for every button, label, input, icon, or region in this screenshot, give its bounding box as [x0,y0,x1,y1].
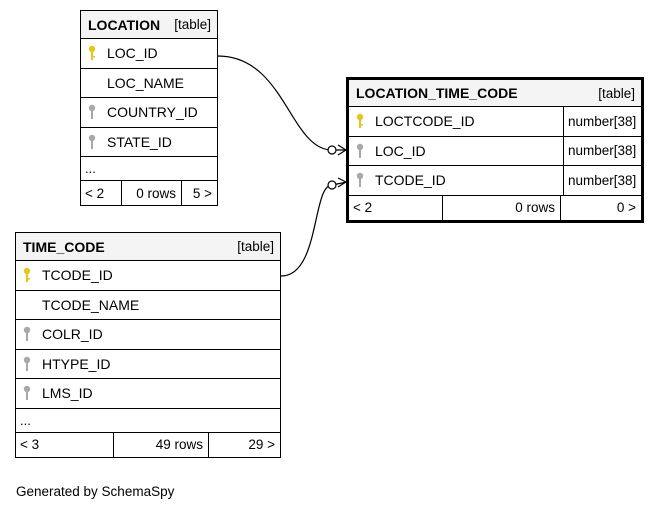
children-count[interactable]: 29 > [248,437,275,452]
time-code-column-row[interactable]: HTYPE_ID [16,350,280,379]
location-column-row[interactable]: STATE_ID [81,128,217,157]
location-column-row[interactable]: LOC_ID [81,39,217,69]
time-code-column-row[interactable]: TCODE_NAME [16,291,280,320]
relationship-loc-id-line [217,55,347,151]
location-table-name: LOCATION [88,16,161,33]
column-datatype: number[38] [563,107,641,136]
location-column-row[interactable]: LOC_NAME [81,69,217,98]
column-name: LMS_ID [42,385,93,402]
row-count: 0 rows [443,195,561,220]
relationship-tcode-id-line [280,181,348,277]
time-code-column-row[interactable]: LMS_ID [16,379,280,409]
time-code-table[interactable]: TIME_CODE [table] TCODE_ID TCODE_NAME CO… [15,232,281,458]
parents-count[interactable]: < 3 [16,432,114,457]
time-code-table-header[interactable]: TIME_CODE [table] [16,233,280,261]
column-name: LOC_NAME [107,74,185,91]
primary-key-icon [81,39,103,68]
foreign-key-icon [349,137,371,166]
relationship-tcode-id-crowfoot [337,177,347,188]
children-count[interactable]: 0 > [616,200,636,215]
relationship-tcode-id-optional-marker [327,180,337,190]
parents-count[interactable]: < 2 [349,195,443,220]
location-table-type: [table] [174,17,211,32]
column-name: LOC_ID [375,142,426,159]
location-time-code-column-row[interactable]: LOCTCODE_ID number[38] [349,107,641,137]
foreign-key-icon [16,379,38,408]
column-name: TCODE_ID [375,172,446,189]
location-time-code-table-type: [table] [598,85,635,101]
location-table-footer: < 2 0 rows 5 > [81,181,217,205]
location-time-code-table-name: LOCATION_TIME_CODE [356,85,518,101]
column-datatype: number[38] [563,166,641,195]
time-code-column-row[interactable]: TCODE_ID [16,261,280,291]
foreign-key-icon [81,128,103,157]
column-name: TCODE_NAME [42,296,140,313]
column-name: STATE_ID [107,133,172,150]
row-count: 0 rows [122,181,182,205]
location-more-columns: ... [81,157,217,181]
time-code-table-footer: < 3 49 rows 29 > [16,432,280,457]
location-time-code-table[interactable]: LOCATION_TIME_CODE [table] LOCTCODE_ID n… [346,77,644,223]
location-table-header[interactable]: LOCATION [table] [81,11,217,39]
primary-key-icon [16,261,38,290]
foreign-key-icon [16,320,38,349]
foreign-key-icon [349,166,371,195]
location-time-code-table-header[interactable]: LOCATION_TIME_CODE [table] [349,80,641,107]
column-datatype: number[38] [563,136,641,165]
column-name: COLR_ID [42,326,103,343]
parents-count[interactable]: < 2 [81,181,122,205]
primary-key-icon [349,107,371,136]
children-count[interactable]: 5 > [192,185,212,201]
relationship-loc-id-optional-marker [327,145,337,155]
column-name: TCODE_ID [42,267,113,284]
foreign-key-icon [81,98,103,127]
time-code-table-type: [table] [237,239,274,254]
relationship-loc-id-crowfoot [337,144,347,156]
location-column-row[interactable]: COUNTRY_ID [81,98,217,128]
location-time-code-column-row[interactable]: LOC_ID number[38] [349,136,641,166]
column-name: COUNTRY_ID [107,104,198,121]
time-code-more-columns: ... [16,409,280,433]
foreign-key-icon [16,350,38,379]
location-table[interactable]: LOCATION [table] LOC_ID LOC_NAME COUNTRY… [80,10,218,206]
column-name: LOC_ID [107,45,158,62]
row-count: 49 rows [114,432,209,457]
generated-by-credit[interactable]: Generated by SchemaSpy [16,484,175,499]
time-code-table-name: TIME_CODE [23,238,105,255]
location-time-code-table-footer: < 2 0 rows 0 > [349,195,641,220]
column-name: LOCTCODE_ID [375,113,475,130]
column-name: HTYPE_ID [42,355,111,372]
location-time-code-column-row[interactable]: TCODE_ID number[38] [349,166,641,196]
time-code-column-row[interactable]: COLR_ID [16,320,280,350]
